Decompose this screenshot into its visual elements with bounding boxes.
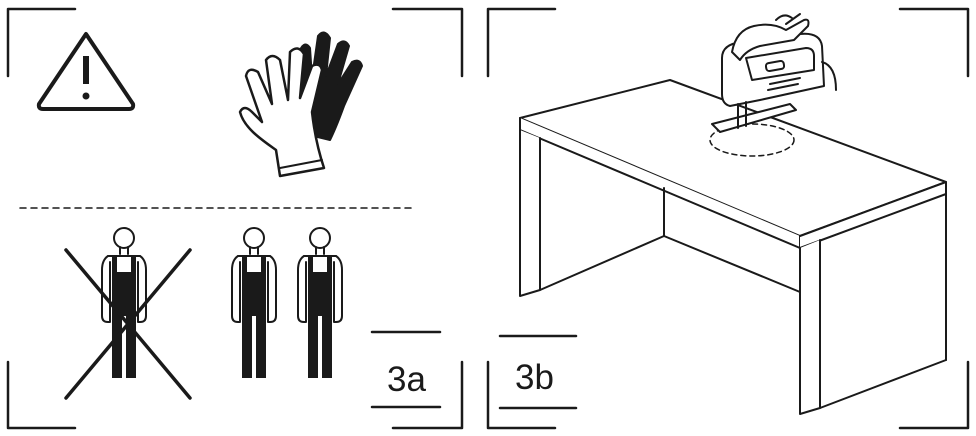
panel-3a-frame bbox=[6, 7, 464, 430]
panel-3b-frame bbox=[486, 7, 970, 430]
step-label-3a: 3a bbox=[387, 360, 426, 399]
jigsaw-icon bbox=[711, 13, 837, 133]
step-label-3b: 3b bbox=[515, 358, 554, 397]
correct-two-persons-icon bbox=[230, 226, 344, 380]
wrong-single-person-icon bbox=[64, 226, 192, 400]
cut-outline bbox=[709, 123, 795, 157]
protective-gloves-icon bbox=[238, 31, 363, 178]
warning-triangle-icon bbox=[36, 32, 136, 111]
desk-icon bbox=[519, 79, 947, 415]
